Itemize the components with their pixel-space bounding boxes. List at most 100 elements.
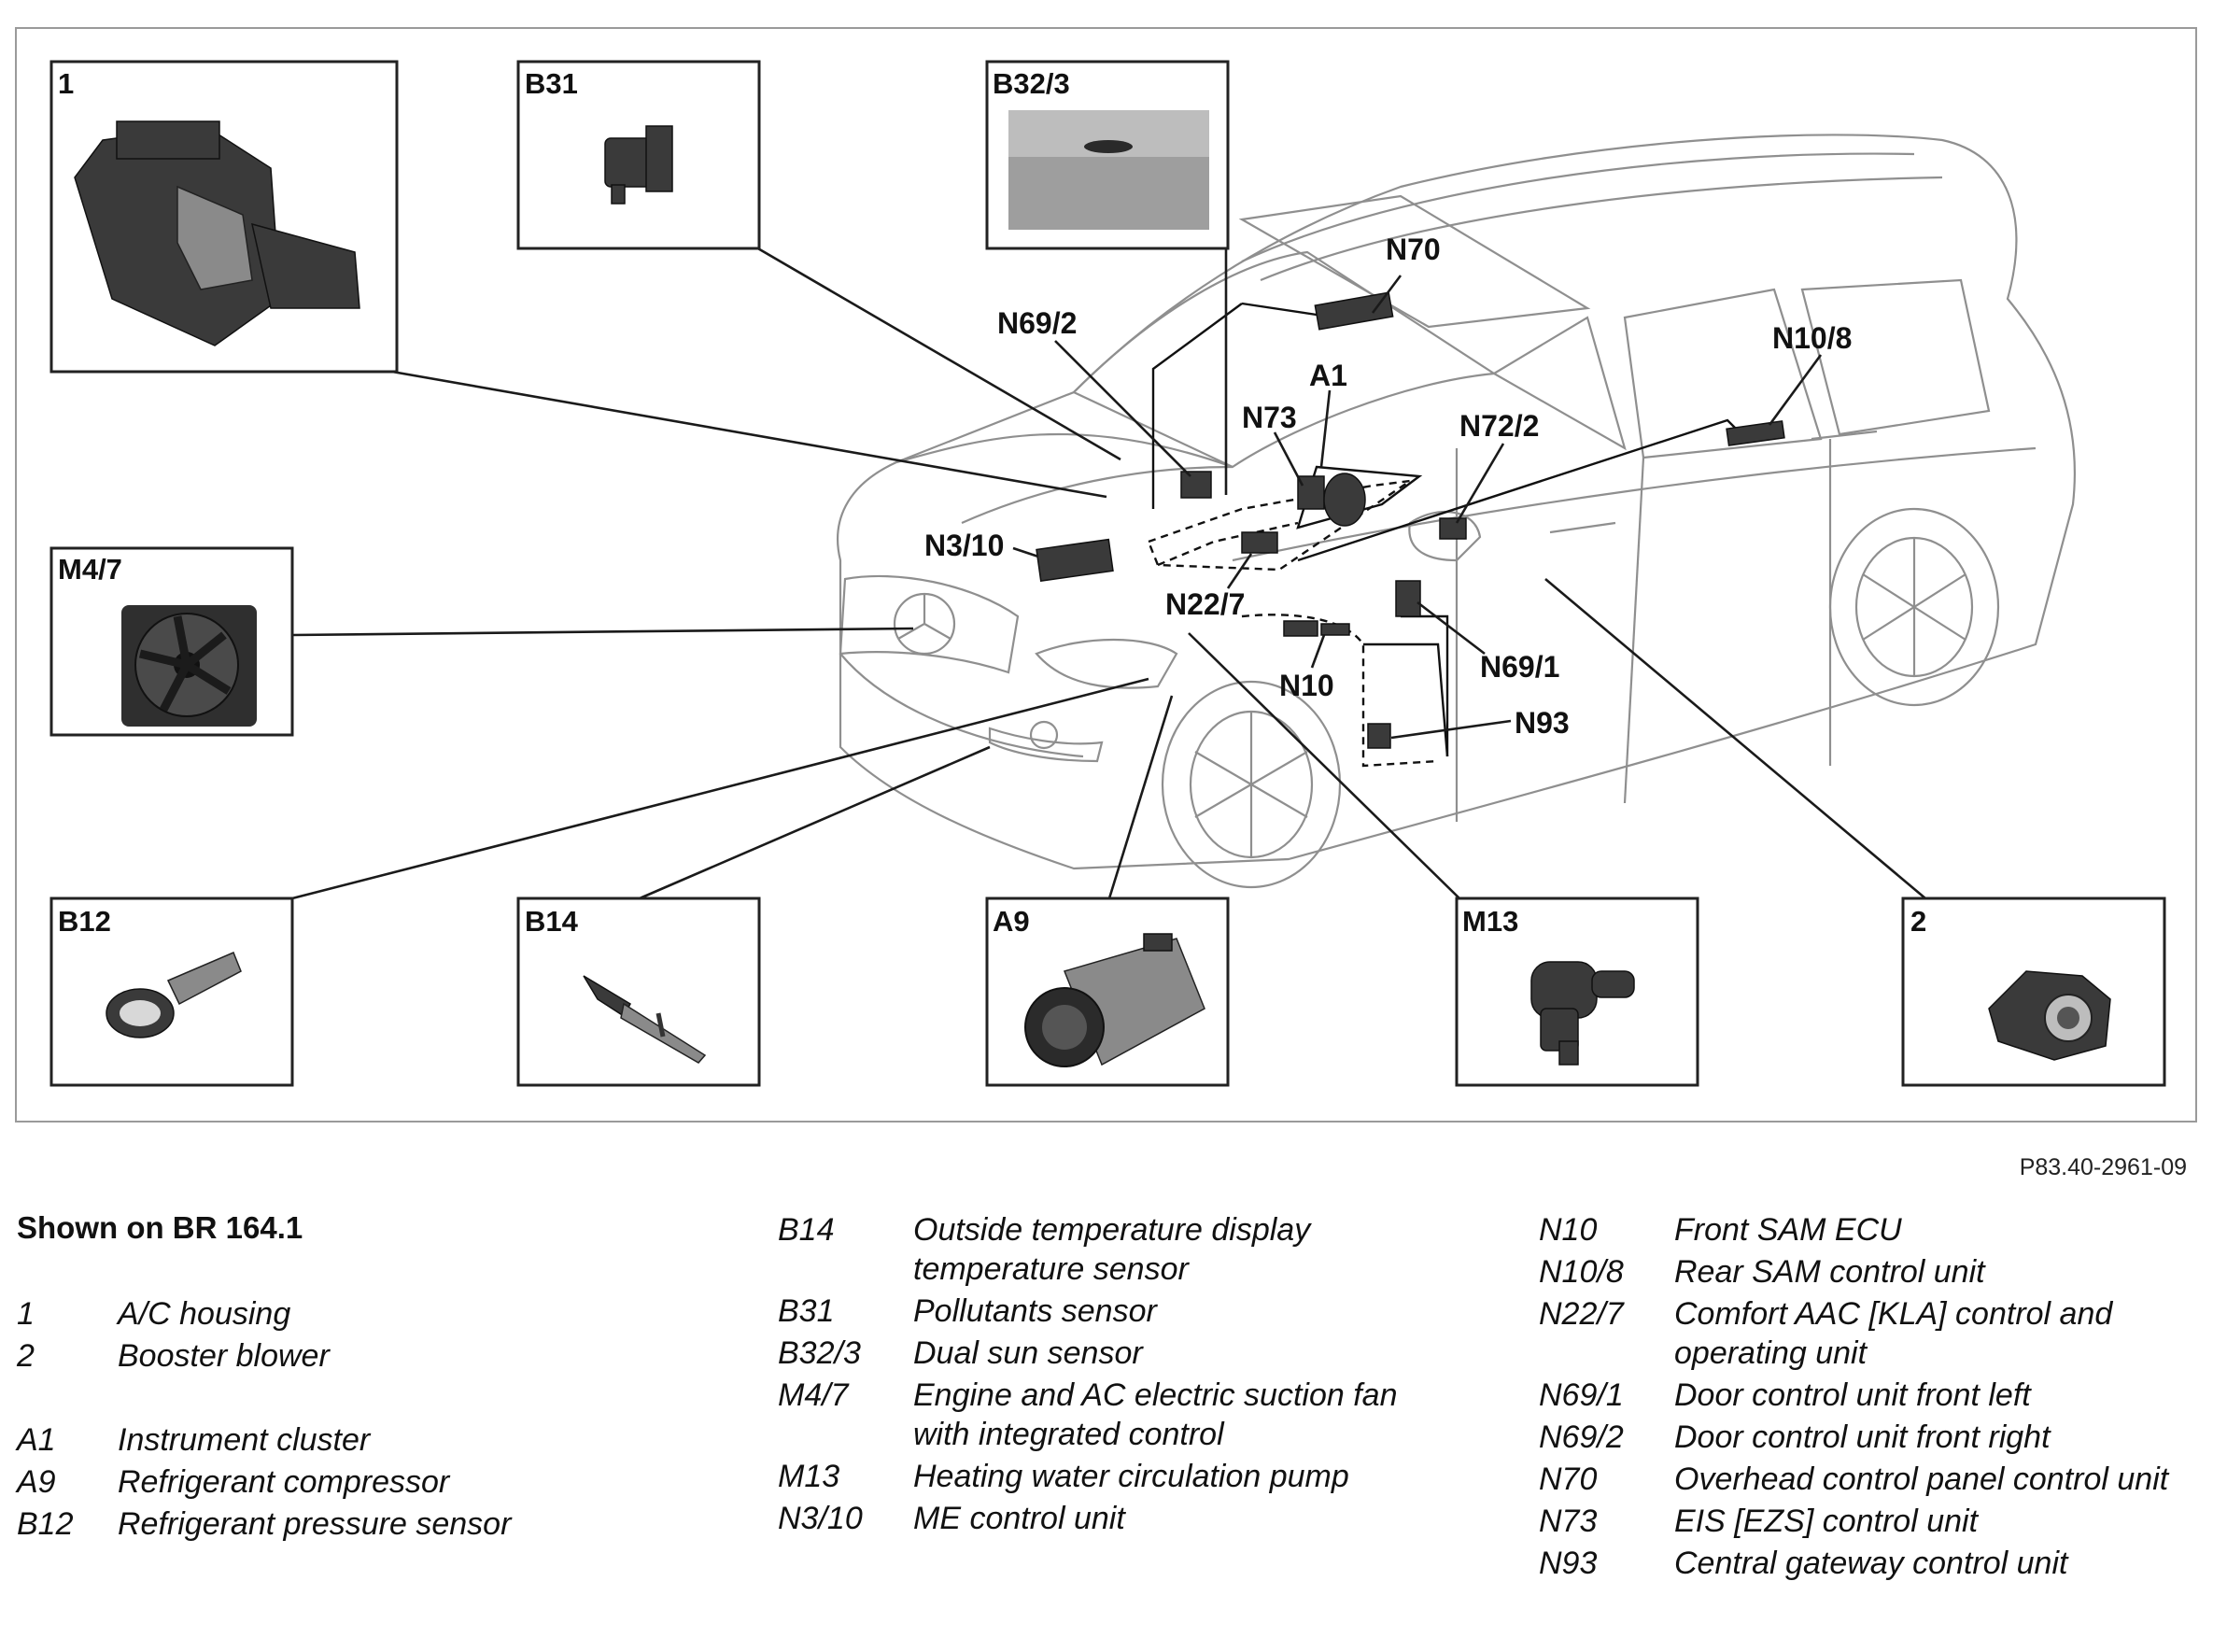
legend-code: B32/3 xyxy=(778,1335,861,1371)
component-box-m13: M13 xyxy=(1455,897,1699,1087)
legend-item: B12 Refrigerant pressure sensor xyxy=(17,1504,614,1544)
legend-description: Overhead control panel control unit xyxy=(1674,1461,2169,1497)
box-label-2: 2 xyxy=(1910,905,1926,938)
box-label-m4-7: M4/7 xyxy=(58,553,122,586)
suction-fan-image xyxy=(121,605,257,727)
legend-code: N22/7 xyxy=(1539,1296,1624,1332)
legend-description: Rear SAM control unit xyxy=(1674,1254,1985,1290)
legend-code: A9 xyxy=(17,1464,56,1500)
legend-item: M4/7 Engine and AC electric suction fan … xyxy=(778,1376,1413,1454)
refrigerant-pressure-sensor-image xyxy=(106,952,242,1038)
legend-column-c: N10 Front SAM ECU N10/8 Rear SAM control… xyxy=(1539,1210,2192,1586)
legend-description: Door control unit front right xyxy=(1674,1419,2051,1455)
box-label-m13: M13 xyxy=(1462,905,1518,938)
component-box-b12: B12 xyxy=(49,897,294,1087)
callout-labels: N70 N69/2 A1 N73 N72/2 N10/8 N3/10 N22/7… xyxy=(924,233,1852,740)
legend-item: N69/1 Door control unit front left xyxy=(1539,1376,2192,1415)
box-label-b32-3: B32/3 xyxy=(993,67,1070,100)
box-label-b14: B14 xyxy=(525,905,579,938)
legend-description: Instrument cluster xyxy=(118,1422,371,1458)
legend-item: 2 Booster blower xyxy=(17,1336,614,1376)
component-location-diagram: 1 B31 B32/3 M4/7 xyxy=(49,60,2166,1087)
legend-item: N10 Front SAM ECU xyxy=(1539,1210,2192,1250)
component-box-b32-3: B32/3 xyxy=(985,60,1230,250)
box-label-b12: B12 xyxy=(58,905,111,938)
circulation-pump-image xyxy=(1530,961,1635,1066)
legend-description: Dual sun sensor xyxy=(913,1335,1143,1371)
refrigerant-compressor-image xyxy=(1024,933,1205,1067)
legend-description: Engine and AC electric suction fan with … xyxy=(913,1377,1398,1452)
outside-temperature-sensor-image xyxy=(583,975,707,1064)
component-box-2: 2 xyxy=(1901,897,2166,1087)
component-box-m4-7: M4/7 xyxy=(49,546,294,737)
component-box-1: 1 xyxy=(49,60,399,374)
pollutants-sensor-image xyxy=(604,125,673,205)
legend-item: 1 A/C housing xyxy=(17,1294,614,1334)
legend-description: Booster blower xyxy=(118,1338,330,1374)
legend-code: 2 xyxy=(17,1338,35,1374)
n70-part-icon xyxy=(1314,291,1394,331)
ac-housing-image xyxy=(74,120,360,346)
booster-blower-image xyxy=(1988,970,2111,1061)
legend-description: A/C housing xyxy=(118,1296,291,1332)
legend-item: M13 Heating water circulation pump xyxy=(778,1457,1413,1496)
legend-item: N73 EIS [EZS] control unit xyxy=(1539,1502,2192,1541)
vehicle-illustration xyxy=(837,134,2077,889)
legend-description: EIS [EZS] control unit xyxy=(1674,1504,1979,1539)
legend-description: Front SAM ECU xyxy=(1674,1212,1902,1248)
n22-7-part-icon xyxy=(1241,531,1278,554)
legend-code: N73 xyxy=(1539,1504,1598,1539)
legend-code: N10/8 xyxy=(1539,1254,1624,1290)
legend-code: 1 xyxy=(17,1296,35,1332)
legend-description: Refrigerant pressure sensor xyxy=(118,1506,512,1542)
legend-item: N10/8 Rear SAM control unit xyxy=(1539,1252,2192,1292)
figure-reference-code: P83.40-2961-09 xyxy=(2019,1154,2187,1180)
box-label-b31: B31 xyxy=(525,67,578,100)
legend-description: Comfort AAC [KLA] control and operating … xyxy=(1674,1296,2113,1371)
n10-8-part-icon xyxy=(1726,420,1785,446)
n72-2-part-icon xyxy=(1439,517,1467,540)
n3-10-part-icon xyxy=(1036,538,1114,582)
vehicle-components xyxy=(1036,291,1785,749)
component-box-b31: B31 xyxy=(516,60,761,250)
callout-n22-7: N22/7 xyxy=(1165,587,1245,621)
legend-column-a: 1 A/C housing 2 Booster blower A1 Instru… xyxy=(17,1294,614,1546)
legend-item: N69/2 Door control unit front right xyxy=(1539,1418,2192,1457)
legend-code: M4/7 xyxy=(778,1377,849,1413)
legend-code: N69/2 xyxy=(1539,1419,1624,1455)
callout-n70: N70 xyxy=(1386,233,1441,266)
callout-n10-8: N10/8 xyxy=(1772,321,1852,355)
a1-part-icon xyxy=(1323,473,1366,527)
callout-n72-2: N72/2 xyxy=(1459,409,1539,443)
legend-description: Central gateway control unit xyxy=(1674,1546,2068,1581)
component-box-b14: B14 xyxy=(516,897,761,1087)
legend-item: N93 Central gateway control unit xyxy=(1539,1544,2192,1583)
legend-title: Shown on BR 164.1 xyxy=(17,1210,303,1245)
legend-column-b: B14 Outside temperature display temperat… xyxy=(778,1210,1413,1541)
legend-code: B14 xyxy=(778,1212,835,1248)
legend-code: M13 xyxy=(778,1459,840,1494)
legend-description: Door control unit front left xyxy=(1674,1377,2031,1413)
legend-description: Heating water circulation pump xyxy=(913,1459,1349,1494)
callout-n69-2: N69/2 xyxy=(997,306,1077,340)
legend-description: ME control unit xyxy=(913,1501,1125,1536)
legend-item: B14 Outside temperature display temperat… xyxy=(778,1210,1413,1289)
callout-a1: A1 xyxy=(1309,359,1347,392)
legend-code: A1 xyxy=(17,1422,56,1458)
legend-code: B12 xyxy=(17,1506,74,1542)
legend-item: N22/7 Comfort AAC [KLA] control and oper… xyxy=(1539,1294,2192,1373)
callout-n73: N73 xyxy=(1242,401,1297,434)
component-box-a9: A9 xyxy=(985,897,1230,1087)
box-label-1: 1 xyxy=(58,67,74,100)
legend-item: A9 Refrigerant compressor xyxy=(17,1462,614,1502)
legend-code: B31 xyxy=(778,1293,835,1329)
legend-code: N69/1 xyxy=(1539,1377,1624,1413)
legend-code: N3/10 xyxy=(778,1501,863,1536)
legend-description: Outside temperature display temperature … xyxy=(913,1212,1311,1287)
leader-lines xyxy=(291,246,1926,900)
n73-part-icon xyxy=(1297,475,1325,510)
legend-description: Pollutants sensor xyxy=(913,1293,1157,1329)
callout-n69-1: N69/1 xyxy=(1480,650,1559,684)
legend-item: B31 Pollutants sensor xyxy=(778,1292,1413,1331)
box-label-a9: A9 xyxy=(993,905,1030,938)
